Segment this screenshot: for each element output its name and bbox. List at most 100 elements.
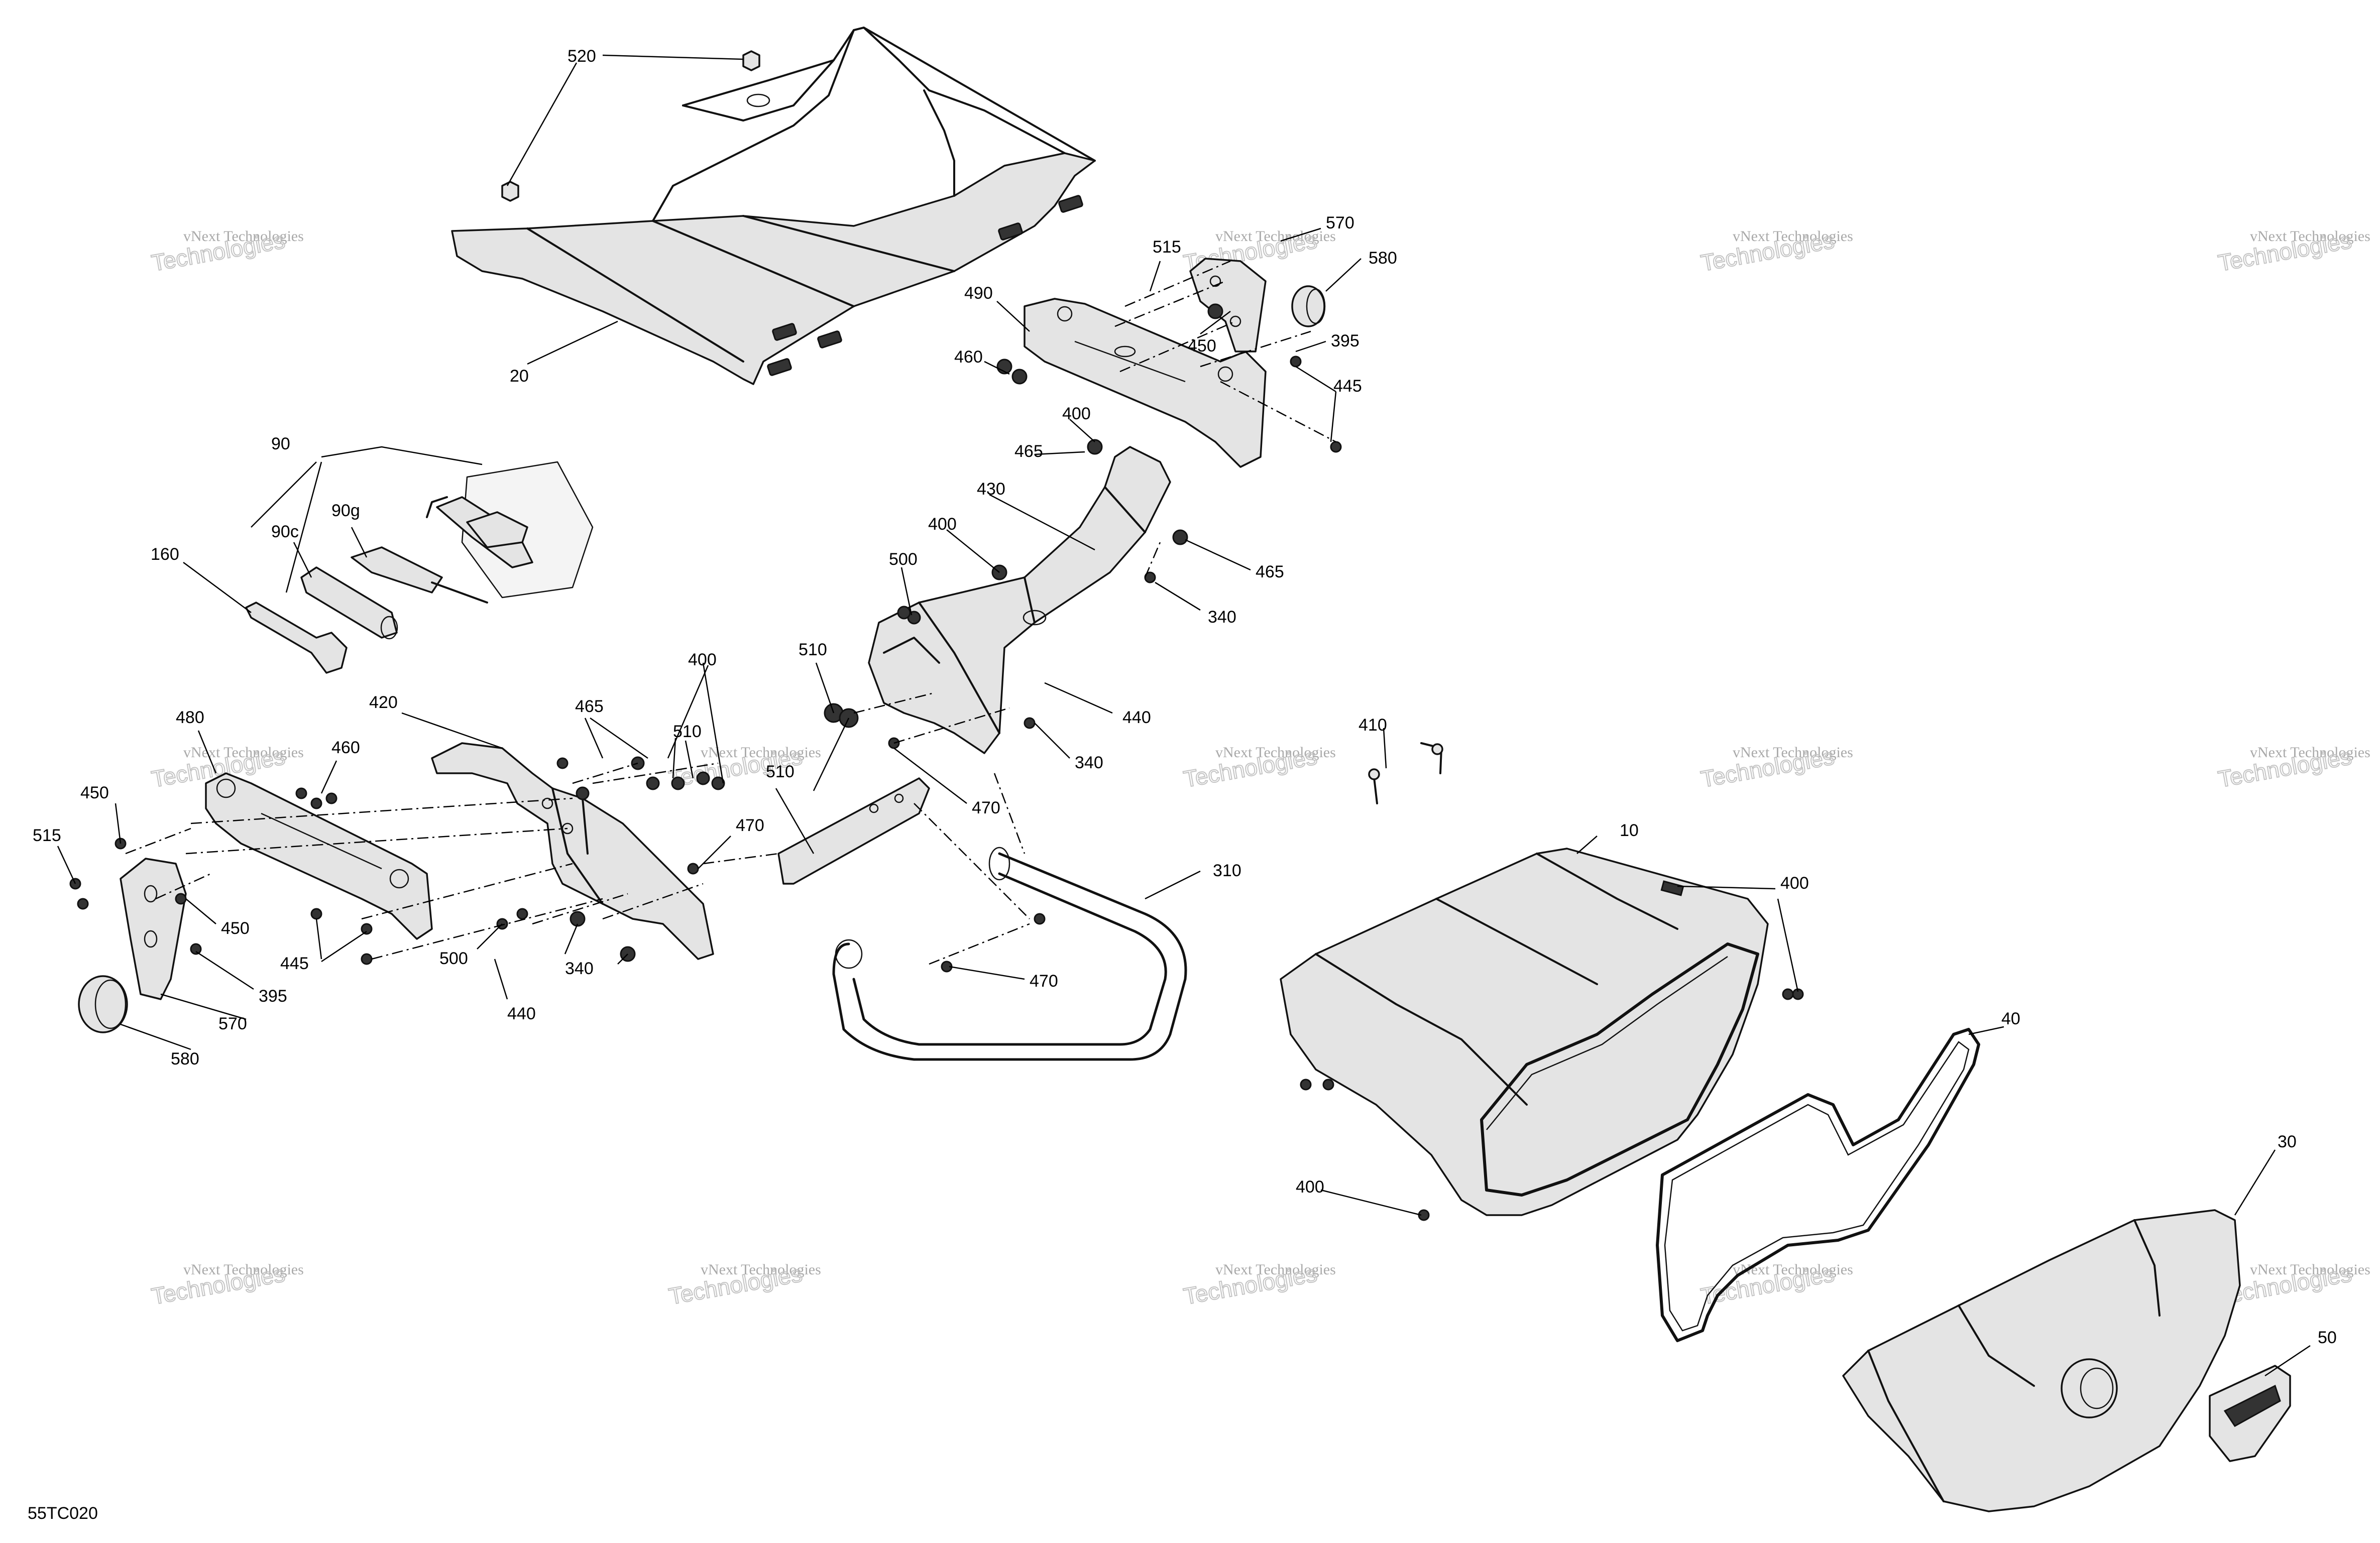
callout-510: 510 [766,762,795,781]
callout-310: 310 [1213,861,1241,880]
callout-90: 90 [271,434,290,453]
part-570-lower-plate [120,858,187,1000]
callout-340: 340 [565,959,594,978]
part-90c-socket-tool [300,566,398,640]
callout-570: 570 [1326,213,1354,232]
svg-text:vNext Technologies: vNext Technologies [1733,744,1853,761]
callout-490: 490 [964,284,993,303]
callout-395: 395 [1331,331,1359,350]
part-160-wrench [245,602,348,674]
watermark: vNext Technologies Technologies [666,1260,821,1310]
part-50-latch [2209,1365,2291,1462]
part-520-clips [501,50,760,202]
part-30-cover [1842,1209,2241,1512]
part-510-strap [777,777,930,885]
svg-text:vNext Technologies: vNext Technologies [1733,228,1853,245]
callout-470: 470 [972,798,1000,817]
watermark: vNext Technologies Technologies [2216,226,2370,277]
part-310-tube [832,847,1187,1061]
svg-text:vNext Technologies: vNext Technologies [1215,744,1336,761]
assembly-lines [125,260,1336,965]
watermark: vNext Technologies Technologies [1181,743,1336,793]
callout-465: 465 [1256,562,1284,581]
part-10-storage-box [1280,848,1769,1216]
callout-420: 420 [369,693,398,712]
watermark-line1: vNext Technologies [183,228,304,245]
callout-515: 515 [33,826,61,845]
callout-400: 400 [928,515,957,534]
callout-10: 10 [1620,821,1639,840]
drawing-code: 55TC020 [28,1504,98,1523]
callout-500: 500 [439,949,468,968]
svg-text:vNext Technologies: vNext Technologies [2250,228,2370,245]
callout-20: 20 [510,367,529,386]
callout-460: 460 [954,347,983,367]
watermark: vNext Technologies Technologies [1698,226,1853,277]
callout-90g: 90g [331,501,360,520]
part-580-lower-cap [78,975,128,1033]
callout-500: 500 [889,550,918,569]
callout-400: 400 [1062,404,1091,423]
callout-labels: 520 20 515 570 580 490 450 395 460 445 4… [33,47,2337,1347]
part-480-left-bracket [205,772,433,940]
watermark: vNext Technologies Technologies [2216,743,2370,793]
part-430-center-bracket [868,446,1171,754]
callout-465: 465 [575,697,604,716]
callout-400: 400 [1296,1177,1324,1197]
callout-445: 445 [280,954,309,973]
callout-90c: 90c [271,522,299,541]
svg-text:vNext Technologies: vNext Technologies [2250,744,2370,761]
callout-445: 445 [1333,377,1362,396]
svg-text:vNext Technologies: vNext Technologies [701,1261,821,1278]
svg-text:vNext Technologies: vNext Technologies [1733,1261,1853,1278]
part-490-rear-bracket [1024,298,1267,468]
svg-text:vNext Technologies: vNext Technologies [183,1261,304,1278]
callout-580: 580 [171,1049,199,1069]
callout-510: 510 [673,722,702,741]
watermark: vNext Technologies Technologies [1698,1260,1853,1310]
callout-30: 30 [2278,1132,2297,1151]
callout-465: 465 [1014,442,1043,461]
watermark: vNext Technologies Technologies [1181,1260,1336,1310]
watermark: vNext Technologies Technologies [149,226,304,277]
part-40-seal [1656,1028,1980,1342]
callout-50: 50 [2318,1328,2337,1347]
callout-340: 340 [1075,753,1103,772]
callout-400: 400 [688,650,717,669]
callout-40: 40 [2001,1009,2020,1028]
svg-text:vNext Technologies: vNext Technologies [1215,228,1336,245]
leader-lines [57,54,2311,1377]
callout-460: 460 [331,738,360,757]
callout-515: 515 [1153,238,1181,257]
callout-340: 340 [1208,608,1236,627]
part-410-bolts [1368,742,1443,804]
callout-510: 510 [799,640,827,659]
callout-160: 160 [151,545,179,564]
part-580-cap [1291,285,1326,327]
callout-450: 450 [221,919,250,938]
callout-480: 480 [176,708,204,727]
callout-450: 450 [1188,336,1216,355]
svg-text:vNext Technologies: vNext Technologies [1215,1261,1336,1278]
part-20-upper-panel [451,27,1096,385]
callout-470: 470 [736,816,764,835]
callout-520: 520 [568,47,596,66]
callout-570: 570 [218,1014,247,1033]
callout-440: 440 [507,1004,536,1023]
part-90g-screwdriver [351,546,488,604]
svg-text:vNext Technologies: vNext Technologies [701,744,821,761]
callout-410: 410 [1358,716,1387,735]
svg-text:vNext Technologies: vNext Technologies [2250,1261,2370,1278]
watermark: vNext Technologies Technologies [149,1260,304,1310]
callout-400: 400 [1780,874,1809,893]
callout-450: 450 [80,783,109,802]
watermark: vNext Technologies Technologies [1698,743,1853,793]
callout-580: 580 [1369,249,1397,268]
watermark: vNext Technologies Technologies [666,743,821,793]
part-90-tool-kit [426,461,594,599]
callout-440: 440 [1122,708,1151,727]
parts [69,27,2291,1512]
svg-text:vNext Technologies: vNext Technologies [183,744,304,761]
callout-430: 430 [977,480,1005,499]
